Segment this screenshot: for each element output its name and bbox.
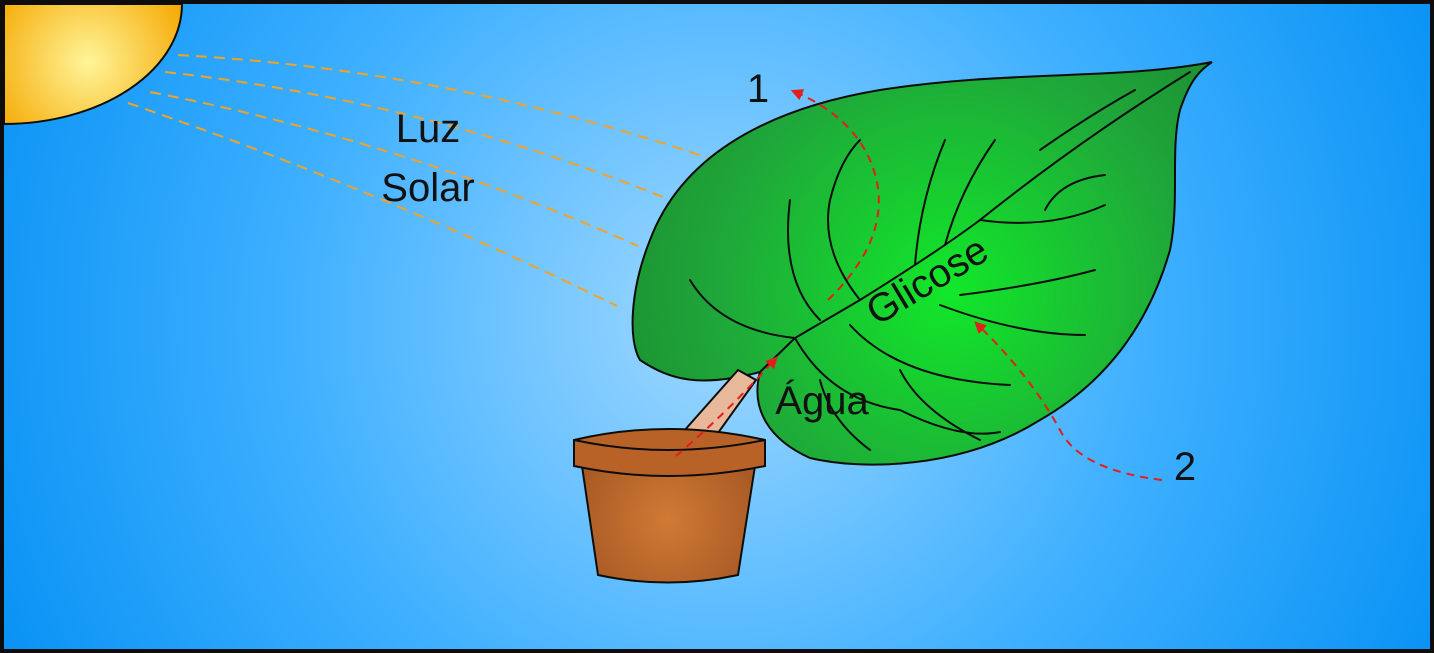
pot-rim-inner	[573, 439, 766, 451]
co2-arrow-2	[974, 321, 1163, 481]
pot-rim	[573, 428, 766, 477]
label-solar: Solar	[381, 166, 474, 210]
oxygen-arrow-1	[790, 89, 880, 301]
marker-2: 2	[1174, 445, 1196, 489]
sun-ray-3	[149, 91, 639, 247]
sun-rays	[127, 54, 709, 307]
water-arrow	[675, 356, 778, 457]
sun-ray-2	[164, 71, 664, 198]
flower-pot-icon	[573, 428, 766, 584]
leaf-veins	[689, 71, 1191, 451]
flow-arrows	[675, 89, 1163, 481]
label-agua: Água	[775, 378, 869, 423]
sun-ray-1	[177, 54, 709, 159]
marker-1: 1	[747, 67, 769, 111]
label-luz: Luz	[396, 107, 461, 151]
sun-ray-4	[127, 102, 618, 307]
midrib	[794, 71, 1191, 339]
sun-icon	[3, 3, 184, 126]
pot-body	[580, 465, 757, 584]
